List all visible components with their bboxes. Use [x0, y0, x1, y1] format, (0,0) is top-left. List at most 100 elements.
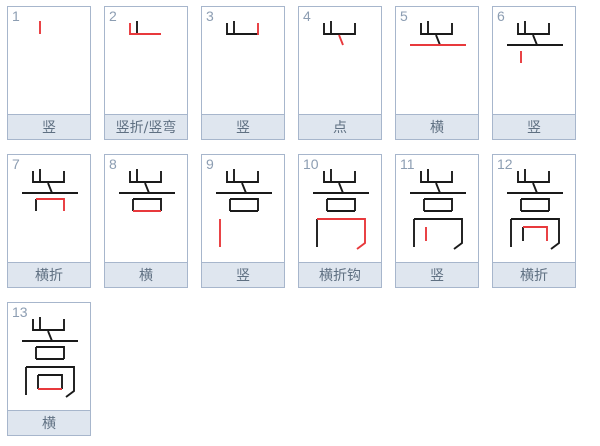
existing-stroke — [323, 23, 355, 35]
existing-stroke — [323, 171, 355, 183]
stroke-type-label: 横 — [105, 262, 187, 287]
stroke-canvas: 12 — [493, 155, 575, 262]
stroke-canvas: 5 — [396, 7, 478, 114]
stroke-type-text: 竖 — [430, 268, 444, 284]
existing-stroke — [32, 171, 64, 183]
character-glyph — [129, 21, 161, 35]
character-glyph — [119, 169, 175, 212]
step-number: 5 — [400, 8, 408, 24]
existing-stroke — [435, 182, 441, 194]
existing-stroke — [517, 23, 549, 35]
existing-stroke — [327, 198, 356, 211]
existing-stroke — [26, 366, 75, 398]
stroke-canvas: 10 — [299, 155, 381, 262]
character-glyph — [22, 169, 78, 211]
stroke-type-label: 竖折/竖弯 — [105, 114, 187, 139]
new-stroke — [317, 218, 366, 250]
stroke-type-text: 竖折/竖弯 — [115, 120, 177, 136]
stroke-type-text: 横折钩 — [319, 268, 361, 284]
character-glyph — [226, 21, 259, 35]
character-glyph — [313, 169, 369, 250]
existing-stroke — [226, 23, 258, 35]
stroke-type-label: 竖 — [202, 262, 284, 287]
stroke-canvas: 1 — [8, 7, 90, 114]
existing-stroke — [420, 23, 452, 35]
stroke-type-text: 横折 — [520, 268, 548, 284]
stroke-type-text: 横 — [430, 120, 444, 136]
stroke-type-text: 横 — [42, 416, 56, 432]
stroke-type-label: 点 — [299, 114, 381, 139]
stroke-type-label: 竖 — [396, 262, 478, 287]
existing-stroke — [511, 218, 560, 250]
character-glyph — [507, 169, 563, 250]
existing-stroke — [532, 182, 538, 194]
existing-stroke — [36, 346, 65, 359]
stroke-canvas: 7 — [8, 155, 90, 262]
stroke-type-label: 竖 — [8, 114, 90, 139]
step-number: 9 — [206, 156, 214, 172]
stroke-canvas: 2 — [105, 7, 187, 114]
stroke-type-text: 点 — [333, 120, 347, 136]
step-number: 13 — [12, 304, 28, 320]
step-number: 1 — [12, 8, 20, 24]
existing-stroke — [424, 198, 453, 211]
existing-stroke — [521, 198, 550, 211]
stroke-canvas: 9 — [202, 155, 284, 262]
step-number: 8 — [109, 156, 117, 172]
existing-stroke — [47, 182, 53, 194]
character-glyph — [39, 21, 41, 34]
stroke-canvas: 11 — [396, 155, 478, 262]
existing-stroke — [144, 182, 150, 194]
new-stroke — [129, 23, 161, 35]
stroke-type-label: 横折钩 — [299, 262, 381, 287]
stroke-canvas: 8 — [105, 155, 187, 262]
step-number: 12 — [497, 156, 513, 172]
existing-stroke — [420, 171, 452, 183]
character-glyph — [507, 21, 563, 63]
step-number: 3 — [206, 8, 214, 24]
step-number: 7 — [12, 156, 20, 172]
step-number: 2 — [109, 8, 117, 24]
stroke-type-label: 竖 — [202, 114, 284, 139]
stroke-step-cell[interactable]: 12 横折 — [492, 154, 576, 288]
step-number: 6 — [497, 8, 505, 24]
stroke-canvas: 6 — [493, 7, 575, 114]
stroke-step-cell[interactable]: 10 横折钩 — [298, 154, 382, 288]
stroke-type-text: 竖 — [236, 120, 250, 136]
character-glyph — [216, 169, 272, 247]
character-glyph — [22, 317, 78, 398]
existing-stroke — [226, 171, 258, 183]
stroke-canvas: 4 — [299, 7, 381, 114]
stroke-type-text: 横 — [139, 268, 153, 284]
stroke-step-cell[interactable]: 13 横 — [7, 302, 91, 436]
stroke-type-label: 横折 — [493, 262, 575, 287]
stroke-type-label: 竖 — [493, 114, 575, 139]
existing-stroke — [414, 218, 463, 250]
step-number: 4 — [303, 8, 311, 24]
existing-stroke — [517, 171, 549, 183]
stroke-step-cell[interactable]: 2 竖折/竖弯 — [104, 6, 188, 140]
existing-stroke — [133, 198, 162, 211]
stroke-type-text: 竖 — [42, 120, 56, 136]
stroke-type-text: 竖 — [527, 120, 541, 136]
existing-stroke — [47, 330, 53, 342]
existing-stroke — [338, 182, 344, 194]
stroke-step-cell[interactable]: 7 横折 — [7, 154, 91, 288]
step-number: 11 — [400, 156, 415, 172]
stroke-step-cell[interactable]: 11 竖 — [395, 154, 479, 288]
existing-stroke — [230, 198, 259, 211]
stroke-canvas: 13 — [8, 303, 90, 410]
existing-stroke — [38, 374, 63, 389]
stroke-type-text: 横折 — [35, 268, 63, 284]
existing-stroke — [32, 319, 64, 331]
stroke-type-text: 竖 — [236, 268, 250, 284]
step-number: 10 — [303, 156, 319, 172]
